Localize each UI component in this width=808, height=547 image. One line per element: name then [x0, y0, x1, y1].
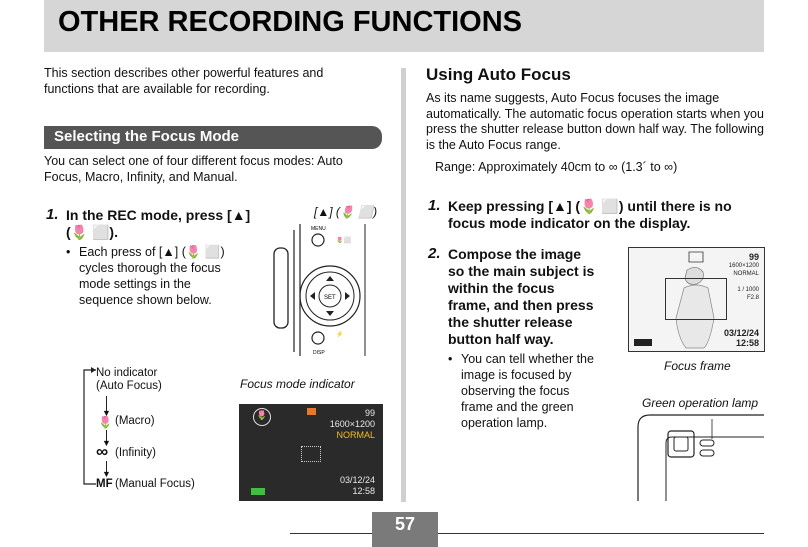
page-number: 57 [394, 514, 416, 534]
intro-text: This section describes other powerful fe… [44, 66, 324, 96]
right-step2-number: 2. [428, 245, 441, 262]
footer-line [290, 533, 764, 534]
left-step1-line2: (🌷 ⬜). [66, 224, 118, 240]
focus-frame-left [301, 446, 321, 462]
af-description: As its name suggests, Auto Focus focuses… [426, 91, 764, 152]
lcd-right-size: 1600×1200 [728, 263, 759, 269]
lcd-right-time: 12:58 [735, 338, 759, 348]
focus-frame-right [665, 278, 727, 320]
mode-mf-label: (Manual Focus) [115, 478, 195, 490]
focus-frame-label: Focus frame [664, 359, 731, 373]
lcd-right-quality: NORMAL [733, 271, 759, 277]
arrow-head-1: ▼ [102, 408, 111, 418]
lcd-left-date: 03/12/24 [339, 475, 375, 485]
lcd-left-quality: NORMAL [336, 430, 375, 440]
af-range: Range: Approximately 40cm to ∞ (1.3´ to … [435, 160, 678, 174]
subject-illustration [675, 251, 715, 349]
right-step1-line1: Keep pressing [▲] (🌷 ⬜) until there is n… [448, 198, 732, 214]
right-step2-line4: frame, and then press [448, 297, 594, 313]
focus-intro-text: You can select one of four different foc… [44, 154, 343, 184]
infinity-icon: ∞ [96, 442, 109, 461]
right-bullet-line1: You can tell whether the [461, 352, 594, 366]
mode-af-label: (Auto Focus) [96, 380, 162, 392]
mode-infinity-label: (Infinity) [115, 447, 156, 459]
bullet-dot-right: • [448, 352, 453, 366]
lcd-screen-right: 99 1600×1200 NORMAL 1 / 1000 F2.8 03/12/… [628, 247, 765, 352]
lcd-screen-left: 🌷 99 1600×1200 NORMAL 03/12/24 12:58 [239, 404, 383, 501]
arrow-stem-2 [106, 430, 107, 444]
mode-sequence-arrows [83, 367, 96, 485]
arrow-stem-1 [106, 396, 107, 412]
camera-back-illustration: MENU 🌷⬜ SET DISP ⚡ [273, 224, 366, 356]
svg-text:⚡: ⚡ [336, 330, 343, 338]
battery-icon-left [251, 488, 265, 495]
left-step1-bullet: Each press of [▲] (🌷 ⬜) cycles thorough … [79, 245, 225, 307]
section-tab [44, 126, 382, 149]
lcd-left-size: 1600×1200 [329, 419, 375, 429]
right-step2-line6: button half way. [448, 331, 554, 347]
right-step2-line2: so the main subject is [448, 263, 595, 279]
green-lamp-label: Green operation lamp [642, 396, 759, 410]
right-step1-number: 1. [428, 197, 441, 214]
right-step2-line1: Compose the image [448, 246, 582, 262]
lcd-right-date: 03/12/24 [723, 328, 759, 338]
button-label: [▲] (🌷 ⬜) [314, 205, 378, 219]
arrow-head-3: ▼ [102, 469, 111, 479]
right-title: Using Auto Focus [426, 65, 571, 84]
right-bullet-line3: observing the focus [461, 384, 570, 398]
svg-text:DISP: DISP [313, 350, 325, 356]
left-step1-line1: In the REC mode, press [▲] [66, 207, 251, 223]
record-mode-icon [307, 408, 316, 415]
arrow-head-2: ▼ [102, 438, 111, 448]
focus-mode-indicator-label: Focus mode indicator [240, 377, 355, 391]
indicator-circle [253, 408, 271, 426]
mode-none-label: No indicator [96, 367, 158, 379]
right-bullet-line2: image is focused by [461, 368, 572, 382]
lcd-left-shots: 99 [364, 408, 375, 418]
macro-indicator-icon: 🌷 [256, 410, 268, 420]
svg-text:MENU: MENU [311, 226, 326, 232]
lcd-left-time: 12:58 [352, 486, 375, 496]
svg-text:SET: SET [324, 295, 336, 301]
lcd-right-aperture: F2.8 [746, 295, 759, 301]
column-divider [401, 68, 406, 502]
right-bullet-line4: frame and the green [461, 400, 574, 414]
lcd-right-shutter: 1 / 1000 [737, 287, 759, 293]
lcd-right-shots: 99 [748, 252, 759, 262]
page-title: OTHER RECORDING FUNCTIONS [58, 6, 522, 38]
right-bullet-line5: operation lamp. [461, 416, 548, 430]
right-step2-line3: within the focus [448, 280, 555, 296]
right-step1-line2: focus mode indicator on the display. [448, 215, 691, 231]
battery-icon-right [634, 339, 652, 346]
camera-corner-illustration [637, 414, 764, 501]
header-bar [44, 0, 764, 52]
page-number-box [372, 512, 438, 547]
left-step1-number: 1. [46, 206, 59, 223]
macro-icon: 🌷 [98, 417, 113, 429]
section-title: Selecting the Focus Mode [54, 128, 240, 145]
arrow-stem-3 [106, 461, 107, 475]
svg-text:🌷⬜: 🌷⬜ [336, 236, 351, 244]
mode-macro-label: (Macro) [115, 415, 155, 427]
mf-label: MF [96, 478, 113, 490]
bullet-dot: • [66, 245, 71, 259]
right-step2-line5: the shutter release [448, 314, 573, 330]
